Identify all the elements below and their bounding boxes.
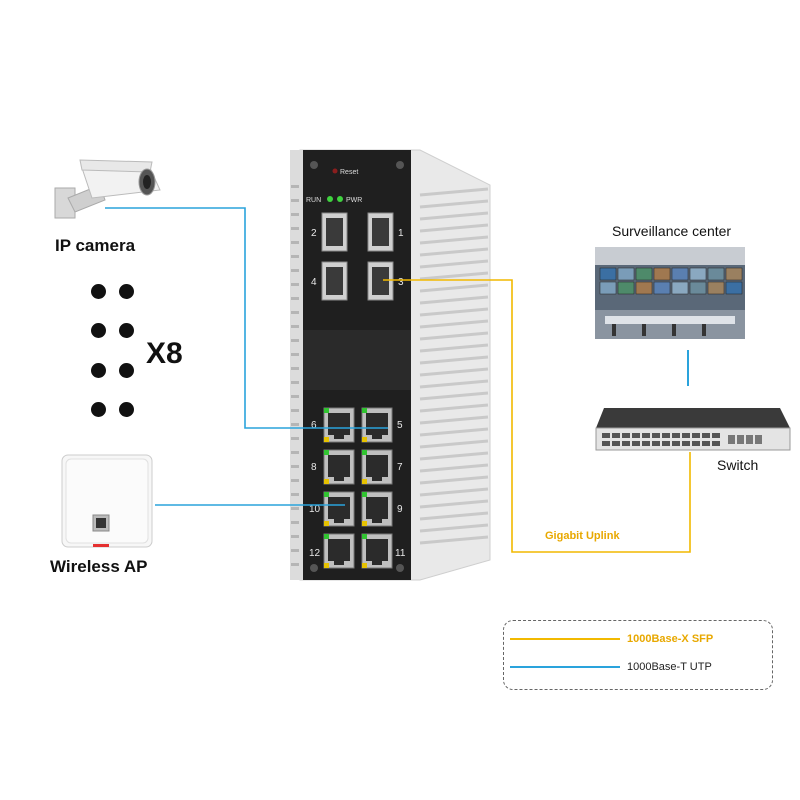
rj45-port-label: 11 (395, 548, 406, 559)
wireless-ap-icon (61, 454, 153, 548)
ellipsis-dot (119, 323, 134, 338)
camera-link-line (105, 207, 388, 429)
sfp-port-3 (367, 261, 394, 301)
legend (503, 620, 773, 690)
rj45-port-label: 10 (309, 504, 321, 515)
rack-switch-image (595, 408, 791, 451)
ip-camera-label: IP camera (55, 236, 136, 255)
rj45-port-label: 7 (397, 462, 403, 473)
sfp-port-2 (321, 212, 348, 252)
ellipsis-dot (91, 284, 106, 299)
sfp-port-label: 4 (311, 277, 317, 288)
rj45-port-label: 12 (309, 548, 321, 559)
uplink-line (383, 279, 691, 553)
ip-camera-icon (54, 159, 161, 219)
surveillance-center-image (595, 247, 745, 339)
rj45-port-icon (361, 407, 393, 443)
rj45-port-label: 6 (311, 420, 317, 431)
multiplier-label: X8 (146, 337, 183, 370)
rj45-port-icon (361, 449, 393, 485)
rj45-port-label: 5 (397, 420, 403, 431)
reset-label: Reset (340, 169, 358, 176)
rj45-port-icon (361, 491, 393, 527)
surveillance-center-label: Surveillance center (612, 223, 732, 239)
rj45-port-label: 8 (311, 462, 317, 473)
wireless-ap-label: Wireless AP (50, 557, 148, 576)
rj45-port-icon (323, 449, 355, 485)
pwr-led-icon (337, 196, 343, 202)
legend-utp-label: 1000Base-T UTP (627, 661, 712, 673)
sfp-port-4 (321, 261, 348, 301)
run-label: RUN (306, 197, 321, 204)
rj45-port-icon (323, 407, 355, 443)
legend-sfp-label: 1000Base-X SFP (627, 633, 714, 645)
sfp-port-label: 2 (311, 228, 317, 239)
rj45-port-icon (361, 533, 393, 569)
uplink-label: Gigabit Uplink (545, 530, 620, 542)
sfp-port-1 (367, 212, 394, 252)
sfp-port-label: 3 (398, 277, 404, 288)
rj45-port-icon (323, 533, 355, 569)
rj45-port-label: 9 (397, 504, 403, 515)
sfp-port-label: 1 (398, 228, 404, 239)
ellipsis-dot (91, 363, 106, 378)
ellipsis-dot (119, 284, 134, 299)
switch-label: Switch (717, 457, 759, 473)
ellipsis-dot (91, 323, 106, 338)
ellipsis-dot (119, 402, 134, 417)
pwr-label: PWR (346, 197, 362, 204)
industrial-switch: Reset RUN PWR 2 1 4 3 6 5 8 7 10 9 12 11 (290, 149, 491, 581)
ellipsis-dot (119, 363, 134, 378)
rj45-port-icon (323, 491, 355, 527)
ellipsis-dot (91, 402, 106, 417)
run-led-icon (327, 196, 333, 202)
